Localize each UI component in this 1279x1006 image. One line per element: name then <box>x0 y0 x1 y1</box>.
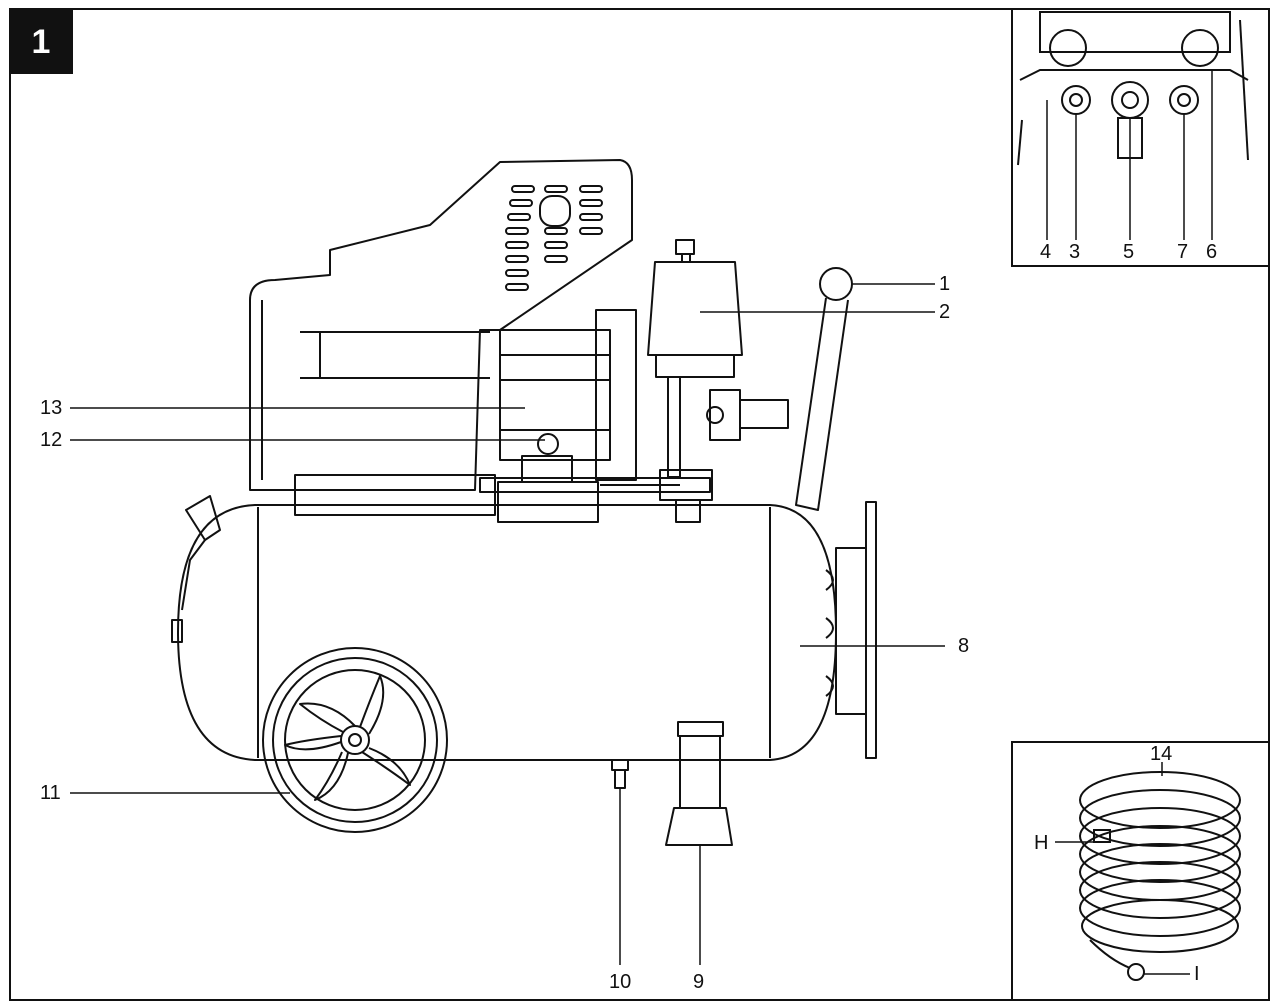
air-tank <box>177 504 837 761</box>
callout-10: 10 <box>609 971 632 993</box>
callout-9: 9 <box>693 971 705 993</box>
inset-hose-frame <box>1011 741 1270 1001</box>
callout-5: 5 <box>1123 241 1135 263</box>
rubber-foot <box>665 721 733 846</box>
callout-3: 3 <box>1069 241 1081 263</box>
compressor-pump <box>479 309 713 523</box>
air-hose-coil <box>1079 771 1241 981</box>
outer-frame <box>9 8 1270 1001</box>
callout-I: I <box>1194 963 1200 985</box>
leader-lines <box>70 70 1213 975</box>
tank-foot-bracket <box>825 501 877 759</box>
callout-H: H <box>1034 832 1049 854</box>
callout-4: 4 <box>1040 241 1052 263</box>
inset-top-right-frame <box>1011 8 1270 267</box>
handle <box>795 267 853 511</box>
callout-1: 1 <box>939 273 951 295</box>
callout-2: 2 <box>939 301 951 323</box>
callout-7: 7 <box>1177 241 1189 263</box>
motor-shroud <box>249 159 633 516</box>
callout-14: 14 <box>1150 743 1173 765</box>
callout-12: 12 <box>40 429 63 451</box>
callout-11: 11 <box>40 782 61 804</box>
callout-13: 13 <box>40 397 63 419</box>
drain-valve <box>611 759 629 789</box>
figure-number-badge: 1 <box>9 10 73 74</box>
callout-6: 6 <box>1206 241 1218 263</box>
callout-8: 8 <box>958 635 970 657</box>
wheel <box>262 647 448 833</box>
pressure-switch <box>647 239 789 478</box>
safety-valve <box>171 495 221 643</box>
inset-gauges-drawing <box>1017 11 1249 166</box>
